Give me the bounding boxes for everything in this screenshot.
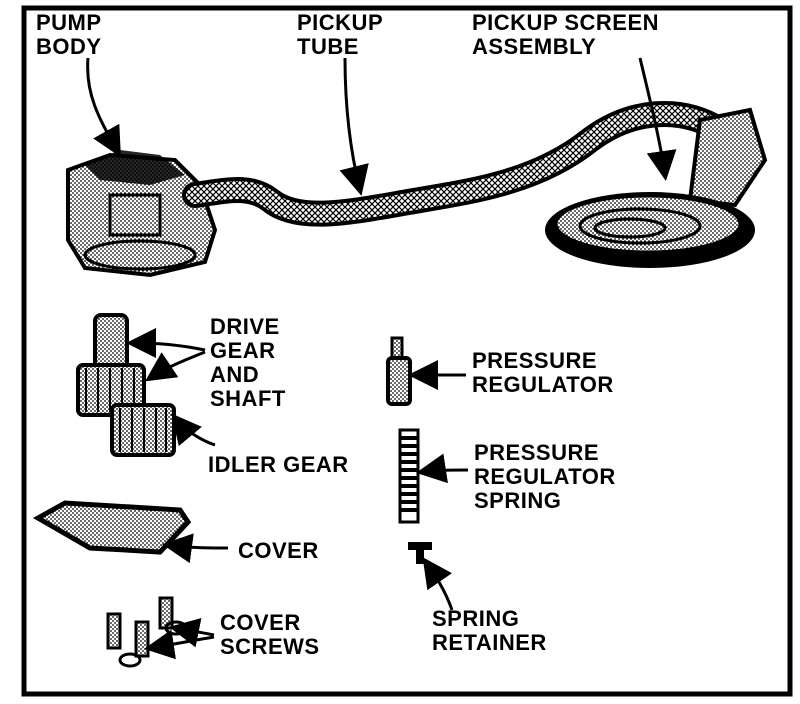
- label-pickup-tube: PICKUP TUBE: [297, 10, 389, 59]
- pickup-screen-assembly: [545, 107, 768, 268]
- drive-gear-and-shaft: [76, 313, 146, 417]
- label-idler-gear: IDLER GEAR: [208, 452, 349, 477]
- spring-retainer-part: [408, 542, 432, 564]
- leader-pump-body: [86, 57, 121, 158]
- idler-gear: [110, 403, 176, 457]
- pickup-tube: [182, 101, 733, 227]
- leader-cover-screws-1: [169, 617, 215, 648]
- label-cover-screws: COVER SCREWS: [220, 610, 320, 659]
- leader-pickup-screen: [638, 57, 677, 181]
- label-pump-body: PUMP BODY: [36, 10, 108, 59]
- leader-cover-screws-2: [144, 629, 215, 660]
- frame-border: [21, 5, 793, 697]
- leader-spring-retainer: [422, 557, 454, 611]
- label-spring-retainer: SPRING RETAINER: [432, 606, 547, 655]
- leader-idler-gear: [171, 413, 216, 447]
- label-drive-gear-and-shaft: DRIVE GEAR AND SHAFT: [210, 314, 286, 411]
- leader-regulator-spring: [416, 453, 469, 484]
- leader-cover: [162, 533, 229, 564]
- cover-screws-part: [106, 596, 188, 668]
- leader-drive-gear-2: [145, 350, 206, 382]
- leader-drive-gear-1: [126, 328, 206, 359]
- label-pressure-regulator: PRESSURE REGULATOR: [472, 348, 614, 397]
- label-pressure-regulator-spring: PRESSURE REGULATOR SPRING: [474, 440, 622, 513]
- cover-part: [32, 500, 192, 555]
- label-pickup-screen-assembly: PICKUP SCREEN ASSEMBLY: [472, 10, 666, 59]
- pressure-regulator-spring-part: [398, 428, 420, 524]
- pressure-regulator-part: [386, 336, 412, 406]
- label-cover: COVER: [238, 538, 319, 563]
- pump-body: [66, 150, 218, 278]
- leader-lines: [86, 57, 677, 660]
- leader-pickup-tube: [339, 57, 369, 196]
